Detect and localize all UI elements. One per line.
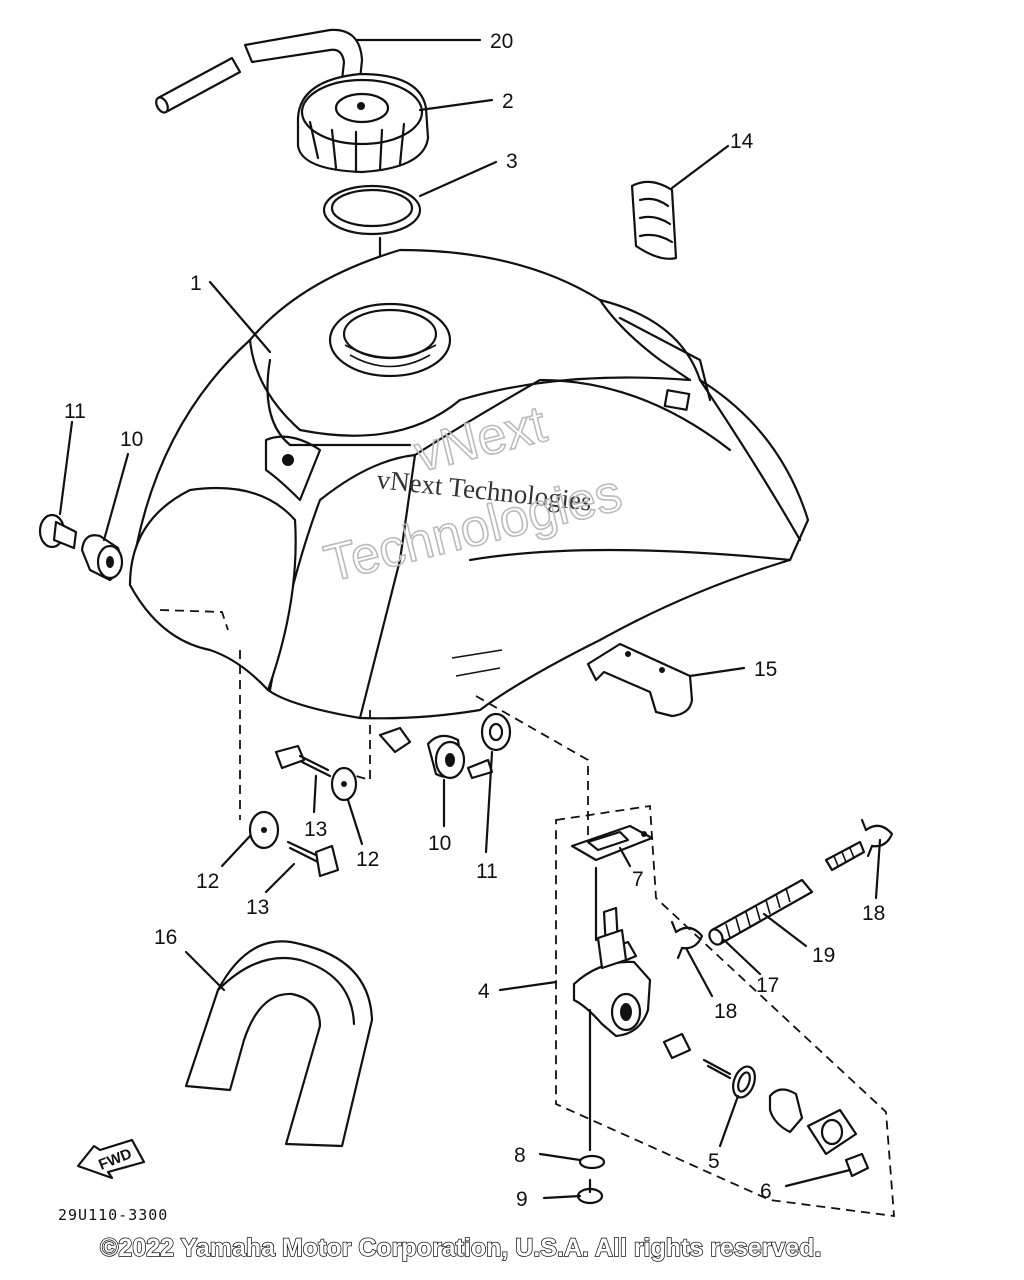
fuel-filler-cap-part-2	[296, 72, 430, 174]
callout-17: 17	[756, 974, 779, 997]
callout-1: 1	[190, 272, 202, 295]
callout-5: 5	[708, 1150, 720, 1173]
callout-10-left: 10	[120, 428, 143, 451]
callout-4: 4	[478, 980, 490, 1003]
callout-10-right: 10	[428, 832, 451, 855]
callout-6: 6	[760, 1180, 772, 1203]
hose-part-19	[708, 878, 814, 946]
copyright-notice: ©2022 Yamaha Motor Corporation, U.S.A. A…	[100, 1234, 821, 1262]
callout-numbers: 20 2 3 14 1 11 10 15 13 12 10 11 7 12 13…	[64, 30, 885, 1211]
diagram-code: 29U110-3300	[58, 1206, 168, 1224]
washer-part-12-lower	[248, 810, 280, 850]
callout-14: 14	[730, 130, 754, 153]
washer-part-12-upper	[330, 766, 358, 802]
clip-part-18-upper	[860, 818, 894, 858]
fuel-cock-lever-internals	[662, 1032, 858, 1156]
callout-18-lower: 18	[714, 1000, 737, 1023]
callout-2: 2	[502, 90, 514, 113]
washer-part-8	[578, 1154, 606, 1170]
damper-part-14	[630, 180, 678, 260]
bolt-part-13-lower	[286, 840, 340, 878]
leader-lines	[58, 38, 882, 1200]
callout-12-lower: 12	[196, 870, 219, 893]
fuel-tank-part-1	[128, 248, 810, 754]
callout-7: 7	[632, 868, 644, 891]
o-ring-part-5	[732, 1065, 756, 1099]
tank-strap-part-16	[184, 940, 374, 1148]
tank-bracket-part-15	[586, 642, 694, 718]
callout-11-right: 11	[476, 860, 498, 883]
callout-18-upper: 18	[862, 902, 885, 925]
cap-gasket-part-3	[322, 184, 422, 236]
collar-bolt-part-11-right	[466, 712, 512, 780]
damper-part-10-right	[426, 734, 466, 780]
damper-part-10-left	[80, 534, 124, 582]
dash-connector-damper	[159, 609, 229, 631]
callout-15: 15	[754, 658, 777, 681]
callout-13-upper: 13	[304, 818, 327, 841]
bolt-part-13-upper	[274, 744, 332, 778]
clip-part-18-lower	[670, 920, 704, 960]
dash-connector-middle	[355, 710, 371, 782]
callout-11-left: 11	[64, 400, 86, 423]
callout-19: 19	[812, 944, 835, 967]
collar-bolt-part-11-left	[38, 513, 78, 550]
screw-part-9	[576, 1178, 604, 1205]
spring-part-17	[824, 840, 866, 872]
forward-direction-arrow	[76, 1138, 146, 1180]
dash-connector-fuel-cock	[475, 695, 589, 838]
gasket-part-7	[570, 824, 654, 862]
fuel-cock-assembly-part-4	[555, 804, 895, 1218]
callout-12-upper: 12	[356, 848, 379, 871]
screw-part-6	[844, 1152, 870, 1178]
callout-20: 20	[490, 30, 513, 53]
callout-3: 3	[506, 150, 518, 173]
callout-13-lower: 13	[246, 896, 269, 919]
callout-8: 8	[514, 1144, 526, 1167]
callout-16: 16	[154, 926, 177, 949]
callout-9: 9	[516, 1188, 528, 1211]
